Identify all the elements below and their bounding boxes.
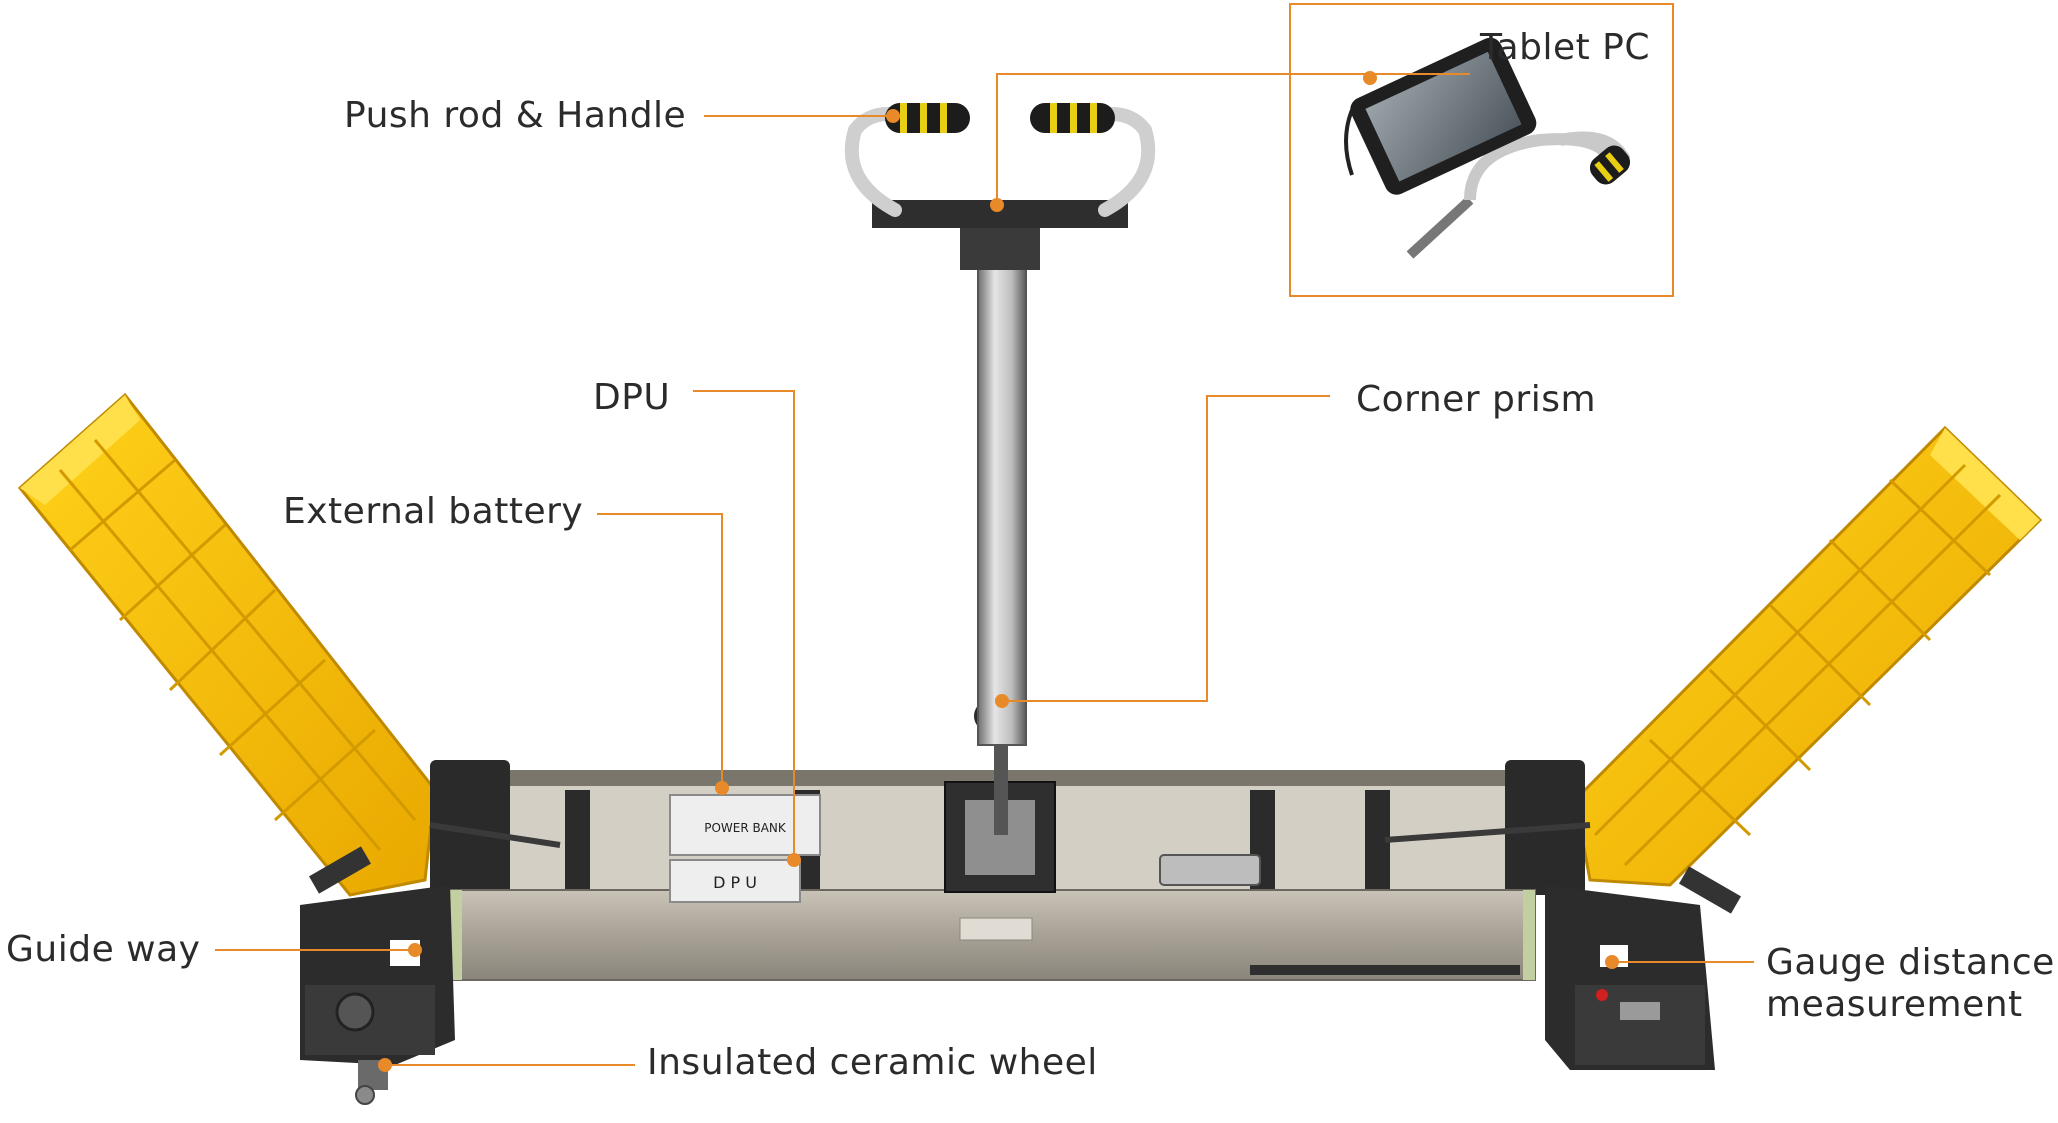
power-bank-box: POWER BANK bbox=[669, 794, 821, 856]
dot-gauge-distance bbox=[1605, 955, 1619, 969]
left-base bbox=[300, 846, 455, 1105]
label-dpu: DPU bbox=[593, 377, 671, 418]
label-gauge-distance: Gauge distance measurement bbox=[1766, 942, 2055, 1026]
right-base bbox=[1545, 866, 1741, 1070]
leader-corner-prism bbox=[1002, 395, 1330, 702]
left-yellow-fender bbox=[17, 392, 437, 897]
label-corner-prism: Corner prism bbox=[1356, 379, 1597, 420]
dot-push-rod bbox=[886, 109, 900, 123]
label-insulated-wheel: Insulated ceramic wheel bbox=[647, 1042, 1098, 1083]
dpu-box: D P U bbox=[669, 859, 801, 903]
dpu-box-text: D P U bbox=[713, 873, 757, 892]
label-external-battery: External battery bbox=[283, 491, 584, 532]
dot-handle-center bbox=[990, 198, 1004, 212]
callout-dots bbox=[378, 71, 1619, 1072]
left-grip bbox=[885, 103, 970, 133]
label-gauge-distance-line1: Gauge distance bbox=[1766, 942, 2055, 983]
right-yellow-fender bbox=[1573, 425, 2043, 887]
power-bank-text: POWER BANK bbox=[704, 821, 787, 835]
dot-tablet-pc bbox=[1363, 71, 1377, 85]
right-grip bbox=[1030, 103, 1115, 133]
dot-dpu bbox=[787, 853, 801, 867]
dot-insulated-wheel bbox=[378, 1058, 392, 1072]
leader-external-battery bbox=[597, 513, 723, 788]
leader-tablet-pc bbox=[996, 73, 1470, 205]
tablet-inset bbox=[1289, 3, 1674, 297]
label-push-rod-handle: Push rod & Handle bbox=[344, 95, 687, 136]
dot-external-battery bbox=[715, 781, 729, 795]
dot-guide-way bbox=[408, 943, 422, 957]
callout-lines bbox=[215, 73, 1754, 1066]
label-guide-way: Guide way bbox=[6, 929, 201, 970]
push-rod bbox=[844, 103, 1156, 746]
dot-corner-prism bbox=[995, 694, 1009, 708]
label-tablet-pc: Tablet PC bbox=[1480, 27, 1650, 68]
leader-dpu bbox=[693, 390, 795, 860]
label-gauge-distance-line2: measurement bbox=[1766, 984, 2023, 1025]
